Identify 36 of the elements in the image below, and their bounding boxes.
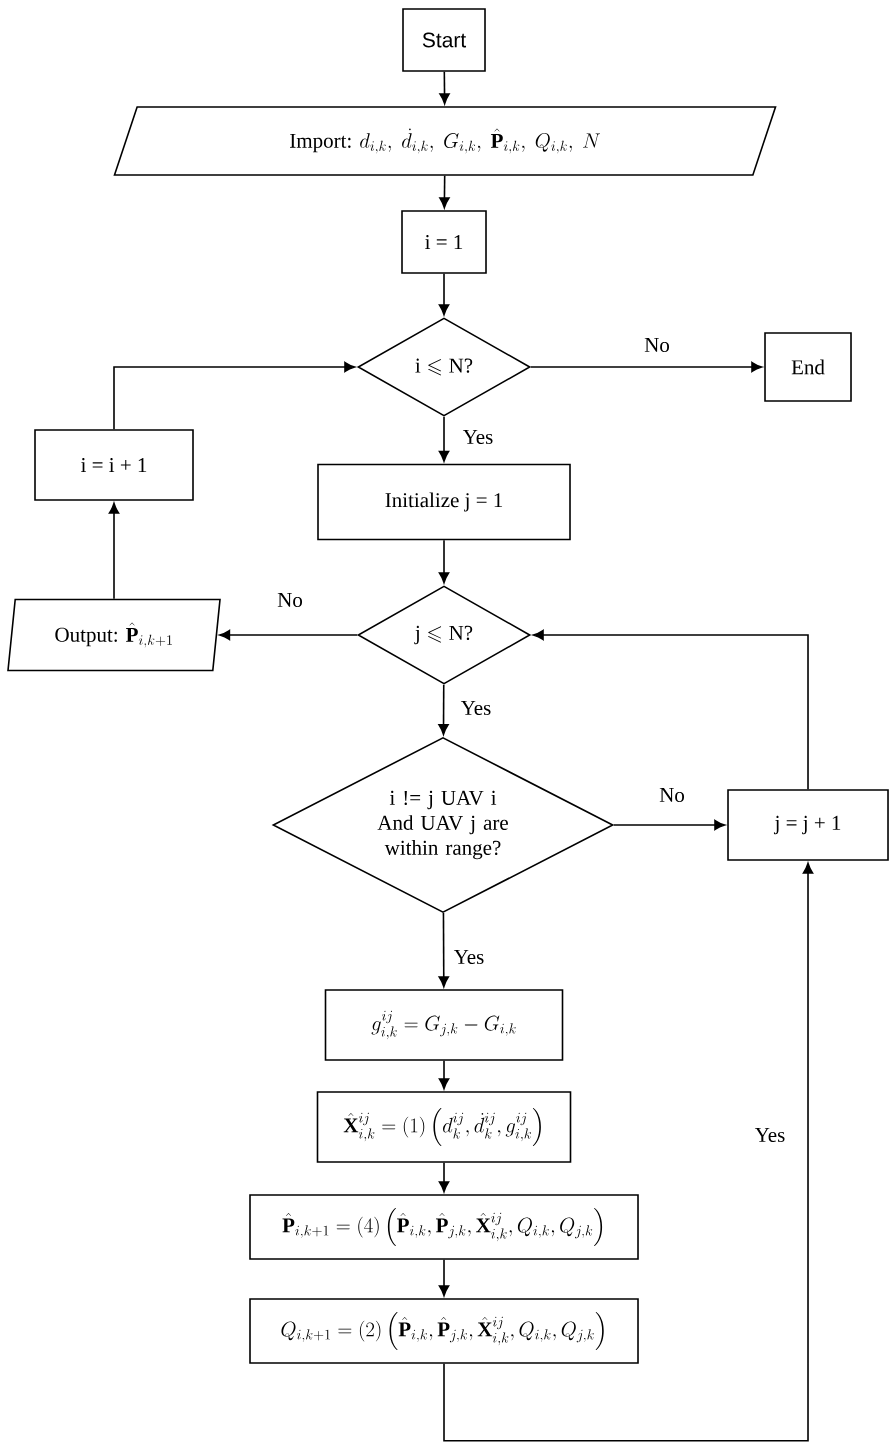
arrow [108, 502, 120, 600]
arrow [219, 629, 358, 641]
arrow [613, 819, 726, 831]
arrow [438, 273, 450, 316]
process-box: i = i + 1 [34, 429, 194, 501]
edge-label: Yes [459, 700, 493, 716]
end-box: End [764, 332, 852, 402]
arrow [438, 912, 449, 988]
arrow [443, 862, 814, 1442]
output-parallelogram: $\text{Output: } \hat{\mathbf{P}}_{i,k+1}$ [7, 598, 221, 672]
process-box: Initialize j = 1 [317, 463, 571, 541]
process-box: j = j + 1 [727, 789, 889, 861]
arrow [438, 683, 449, 735]
arrow [439, 175, 450, 209]
arrow [532, 629, 809, 790]
input-parallelogram: $\text{Import: } d_{i,k},\ \dot{d}_{i,k},\ G_{i,k},\ \hat{\mathbf{P}}_{i,k},\ Q_{i,k},\ N$ [113, 106, 777, 176]
formula-box: $\hat{\mathbf{P}}_{i,k+1} = (4)\left(\hat{\mathbf{P}}_{i,k}, \hat{\mathbf{P}}_{j,k}, \hat{\mathbf{X}}_{i,k}^{ij}, Q_{i,k}, Q_{j,k}\right)$ [249, 1194, 639, 1260]
arrow [439, 71, 450, 105]
edge-label: No [643, 337, 671, 353]
formula-box: $\hat{\mathbf{X}}_{i,k}^{ij} = (1)\left(d_k^{ij}, \dot{d}_k^{ij}, g_{i,k}^{ij}\right)$ [316, 1091, 572, 1163]
edge-label: Yes [452, 949, 486, 965]
formula-box: $Q_{i,k+1} = (2)\left(\hat{\mathbf{P}}_{i,k}, \hat{\mathbf{P}}_{j,k}, \hat{\mathbf{X}}_{i,k}^{ij}, Q_{i,k}, Q_{j,k}\right)$ [249, 1298, 639, 1364]
arrow [438, 1259, 450, 1297]
arrow [438, 1162, 450, 1193]
process-box: i = 1 [401, 210, 487, 274]
edge-label: Yes [461, 429, 495, 445]
formula-box: $g_{i,k}^{ij} = G_{j,k} - G_{i,k}$ [324, 989, 564, 1061]
start-box: Start [402, 8, 486, 72]
arrow [438, 1060, 450, 1090]
edge-label: No [276, 592, 304, 608]
arrow [438, 416, 450, 462]
edge-label: No [658, 787, 686, 803]
arrow [530, 361, 763, 373]
edge-label: Yes [753, 1127, 787, 1143]
arrow [438, 539, 450, 584]
arrow [113, 361, 356, 430]
